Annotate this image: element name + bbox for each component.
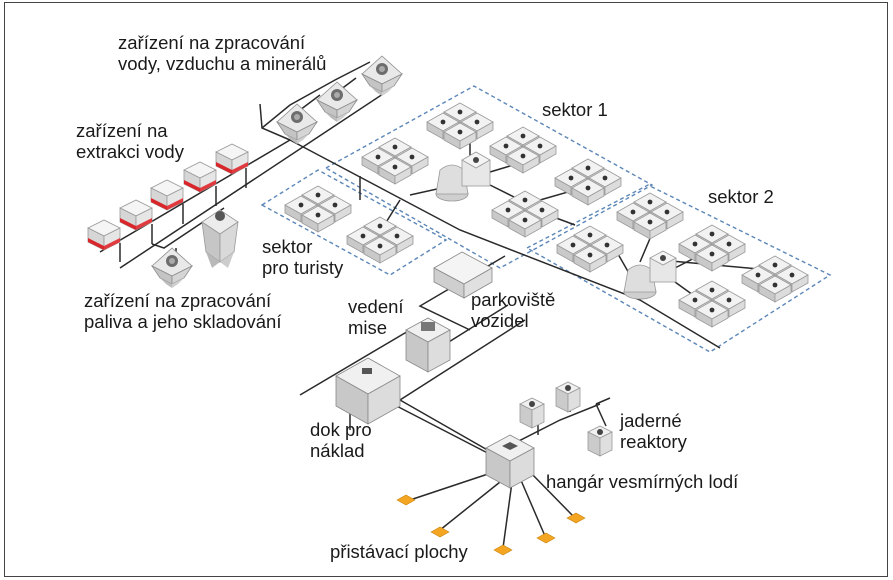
label-water-extraction-line2: extrakci vody [76, 141, 184, 162]
label-tourist-sector-line1: sektor [262, 236, 313, 257]
label-water-air-minerals-line2: vody, vzduchu a minerálů [118, 53, 327, 74]
label-fuel-line2: paliva a jeho skladování [84, 311, 282, 332]
label-tourist-sector-line2: pro turisty [262, 257, 344, 278]
diagram-frame [4, 2, 888, 577]
label-parking-line1: parkoviště [471, 289, 556, 310]
label-sector-2: sektor 2 [708, 186, 774, 207]
fuel-tank [201, 209, 239, 268]
label-hangar: hangár vesmírných lodí [546, 471, 739, 492]
label-water-air-minerals-line1: zařízení na zpracování [118, 32, 306, 53]
label-mission-control-line2: mise [348, 317, 388, 338]
label-parking-line2: vozidel [471, 310, 529, 331]
label-fuel-line1: zařízení na zpracování [84, 290, 272, 311]
label-nuclear-reactors-line2: reaktory [620, 431, 687, 452]
label-water-extraction-line1: zařízení na [76, 120, 168, 141]
label-mission-control-line1: vedení [348, 296, 404, 317]
label-nuclear-reactors-line1: jaderné [620, 410, 682, 431]
label-cargo-dock-line2: náklad [310, 440, 365, 461]
label-landing-pads: přistávací plochy [330, 541, 468, 562]
label-cargo-dock-line1: dok pro [310, 419, 372, 440]
label-sector-1: sektor 1 [542, 99, 608, 120]
